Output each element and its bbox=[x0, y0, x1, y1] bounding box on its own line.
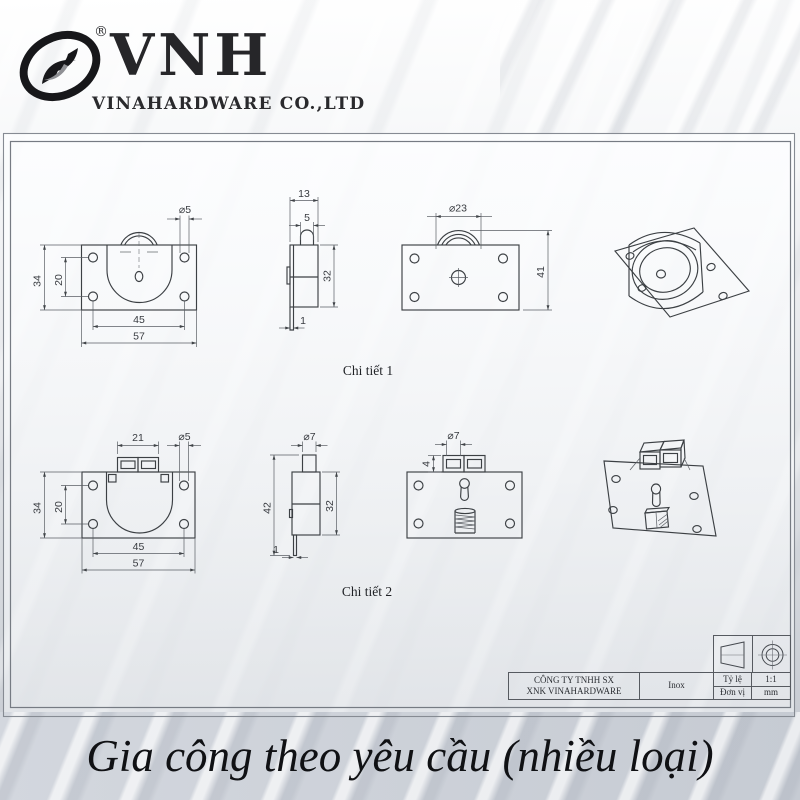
first-angle-projection-icon bbox=[714, 636, 752, 673]
spring bbox=[454, 507, 476, 534]
title-block: CÔNG TY TNHH SX XNK VINAHARDWARE Inox Tỷ… bbox=[508, 635, 791, 700]
dim-hole-diameter: ⌀5 bbox=[178, 431, 190, 443]
dim-plate-thickness: 1 bbox=[300, 315, 306, 327]
footer-slogan: Gia công theo yêu cầu (nhiều loại) bbox=[86, 731, 714, 781]
drawing-paper bbox=[3, 133, 795, 717]
detail2-back-view: ⌀7 4 bbox=[406, 430, 523, 539]
keyhole bbox=[459, 478, 470, 489]
dim-body-width: 13 bbox=[298, 188, 310, 200]
registered-trademark: ® bbox=[94, 24, 108, 40]
detail1-back-view: ⌀23 41 bbox=[401, 203, 552, 311]
dim-overall-height: 42 bbox=[262, 502, 274, 514]
logo-company-name: VINAHARDWARE CO.,LTD bbox=[92, 94, 366, 114]
unit-label: Đơn vị bbox=[713, 686, 751, 699]
detail2-iso-view bbox=[603, 439, 717, 537]
dim-tab-span: 21 bbox=[132, 432, 144, 444]
detail2-side-view: ⌀7 42 32 1 bbox=[262, 431, 340, 559]
dim-body-height: 32 bbox=[322, 270, 334, 282]
title-block-table: CÔNG TY TNHH SX XNK VINAHARDWARE Inox Tỷ… bbox=[508, 672, 791, 700]
detail2-caption: Chi tiết 2 bbox=[342, 584, 392, 599]
scale-value: 1:1 bbox=[751, 673, 790, 686]
dim-pin-diameter: ⌀7 bbox=[303, 431, 315, 443]
detail2-front-view: 21 ⌀5 34 20 45 57 bbox=[32, 431, 201, 574]
vnh-logo: ® VNH VINAHARDWARE CO.,LTD bbox=[8, 8, 364, 120]
dim-plate-height: 34 bbox=[32, 275, 44, 287]
detail1-side-view: 13 5 32 1 bbox=[279, 188, 338, 331]
logo-acronym: VNH bbox=[110, 22, 273, 89]
projection-symbols bbox=[713, 635, 791, 673]
dim-overall-height: 41 bbox=[535, 266, 547, 278]
company-line1: CÔNG TY TNHH SX bbox=[533, 674, 615, 685]
title-block-material: Inox bbox=[639, 673, 713, 699]
dim-wheel-diameter: ⌀23 bbox=[449, 203, 467, 215]
dim-plate-thickness: 1 bbox=[273, 544, 279, 556]
dim-tab-width: 5 bbox=[304, 212, 310, 224]
title-block-company: CÔNG TY TNHH SX XNK VINAHARDWARE bbox=[509, 673, 639, 699]
dim-body-height: 32 bbox=[324, 500, 336, 512]
detail1-caption: Chi tiết 1 bbox=[343, 363, 393, 378]
dim-plate-height: 34 bbox=[32, 502, 44, 514]
unit-value: mm bbox=[751, 686, 790, 699]
scale-label: Tỷ lệ bbox=[713, 673, 751, 686]
dim-slot-diameter: ⌀7 bbox=[447, 430, 459, 442]
plate-outline bbox=[80, 244, 198, 311]
projection-circle-icon bbox=[752, 636, 792, 673]
vnh-logo-mark-icon bbox=[19, 30, 101, 102]
dim-hole-col-spacing: 45 bbox=[133, 541, 145, 553]
dim-tab-height: 4 bbox=[421, 461, 433, 467]
dim-hole-diameter: ⌀5 bbox=[179, 204, 191, 216]
dim-hole-col-spacing: 45 bbox=[133, 314, 145, 326]
dim-hole-row-spacing: 20 bbox=[53, 501, 65, 513]
drawing-frame bbox=[2, 132, 796, 718]
dim-plate-width: 57 bbox=[133, 331, 145, 343]
dim-hole-row-spacing: 20 bbox=[53, 274, 65, 286]
dim-plate-width: 57 bbox=[133, 558, 145, 570]
detail1-front-view: 34 20 45 57 ⌀5 bbox=[32, 204, 202, 347]
detail1-iso-view bbox=[613, 227, 751, 318]
company-line2: XNK VINAHARDWARE bbox=[526, 686, 622, 696]
